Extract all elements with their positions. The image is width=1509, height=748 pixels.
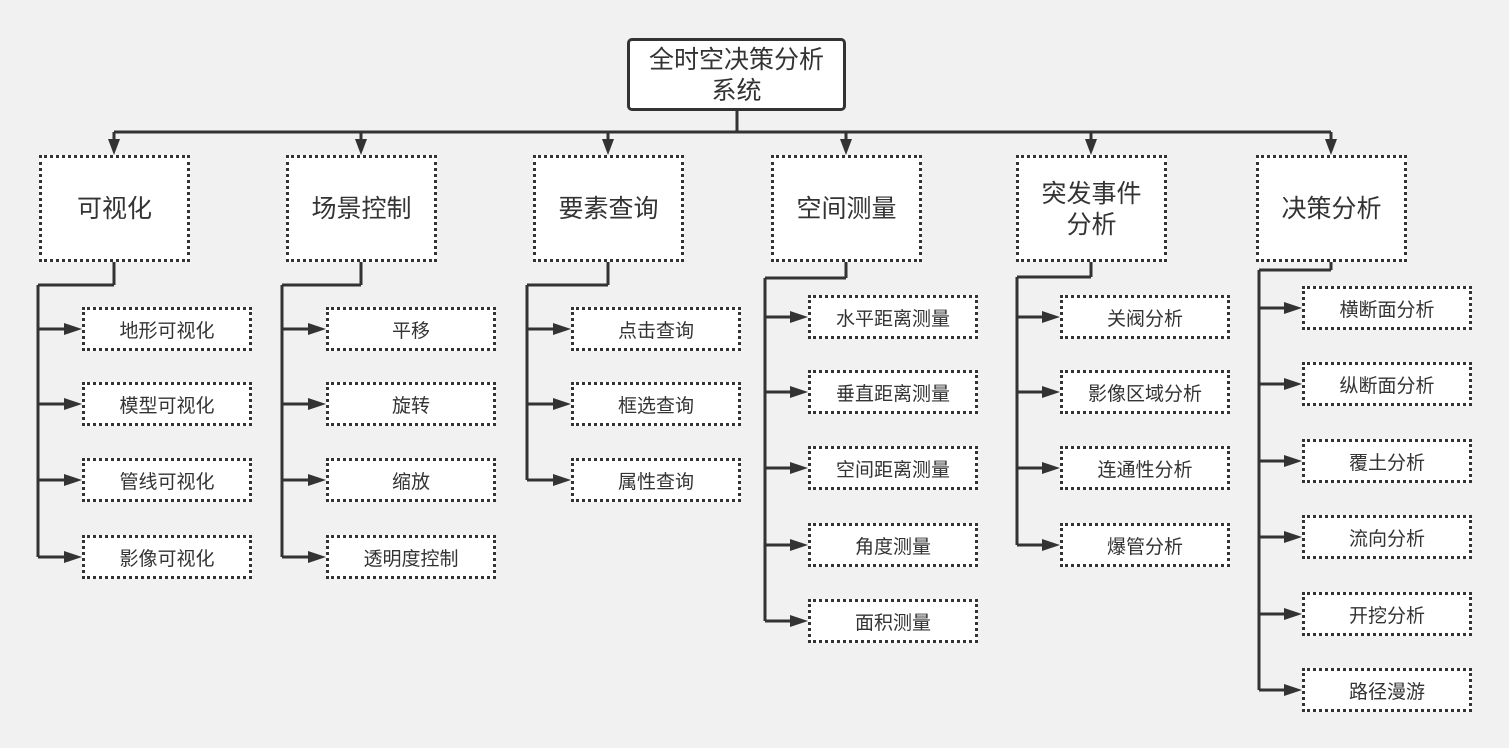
category-node-spatial-measurement: 空间测量 bbox=[771, 155, 922, 262]
arrowhead bbox=[64, 474, 82, 486]
leaf-node: 水平距离测量 bbox=[808, 295, 978, 339]
arrowhead bbox=[1284, 455, 1302, 467]
arrowhead bbox=[308, 323, 326, 335]
arrowhead bbox=[1284, 608, 1302, 620]
root-node: 全时空决策分析 系统 bbox=[627, 38, 846, 111]
leaf-node: 点击查询 bbox=[571, 307, 741, 351]
category-node-emergency-analysis: 突发事件 分析 bbox=[1016, 155, 1167, 262]
arrowhead bbox=[1042, 311, 1060, 323]
arrowhead bbox=[64, 323, 82, 335]
arrowhead bbox=[602, 139, 614, 155]
category-label: 可视化 bbox=[76, 194, 152, 223]
leaf-node: 平移 bbox=[326, 307, 496, 351]
arrowhead bbox=[790, 311, 808, 323]
leaf-node: 空间距离测量 bbox=[808, 446, 978, 490]
root-label: 全时空决策分析 系统 bbox=[648, 44, 824, 105]
arrowhead bbox=[108, 139, 120, 155]
leaf-node: 框选查询 bbox=[571, 382, 741, 426]
arrowhead bbox=[64, 551, 82, 563]
leaf-node: 覆土分析 bbox=[1302, 439, 1472, 483]
category-label: 要素查询 bbox=[558, 194, 659, 223]
arrowhead bbox=[1042, 539, 1060, 551]
leaf-node: 关阀分析 bbox=[1060, 295, 1230, 339]
leaf-node: 面积测量 bbox=[808, 599, 978, 643]
arrowhead bbox=[308, 398, 326, 410]
arrowhead bbox=[1284, 531, 1302, 543]
leaf-node: 垂直距离测量 bbox=[808, 370, 978, 414]
category-node-scene-control: 场景控制 bbox=[286, 155, 437, 262]
leaf-node: 纵断面分析 bbox=[1302, 362, 1472, 406]
arrowhead bbox=[790, 386, 808, 398]
leaf-node: 流向分析 bbox=[1302, 515, 1472, 559]
leaf-node: 地形可视化 bbox=[82, 307, 252, 351]
arrowhead bbox=[355, 139, 367, 155]
arrowhead bbox=[1085, 139, 1097, 155]
leaf-node: 管线可视化 bbox=[82, 458, 252, 502]
leaf-node: 旋转 bbox=[326, 382, 496, 426]
arrowhead bbox=[1042, 386, 1060, 398]
arrowhead bbox=[790, 615, 808, 627]
arrowhead bbox=[308, 474, 326, 486]
leaf-node: 角度测量 bbox=[808, 523, 978, 567]
category-node-feature-query: 要素查询 bbox=[533, 155, 684, 262]
arrowhead bbox=[553, 398, 571, 410]
arrowhead bbox=[790, 539, 808, 551]
category-label: 突发事件 分析 bbox=[1041, 178, 1142, 239]
leaf-node: 影像可视化 bbox=[82, 535, 252, 579]
arrowhead bbox=[1284, 378, 1302, 390]
arrowhead bbox=[1284, 302, 1302, 314]
arrowhead bbox=[308, 551, 326, 563]
arrowhead bbox=[840, 139, 852, 155]
arrowhead bbox=[1042, 462, 1060, 474]
leaf-node: 透明度控制 bbox=[326, 535, 496, 579]
category-node-visualization: 可视化 bbox=[39, 155, 190, 262]
arrowhead bbox=[64, 398, 82, 410]
arrowhead bbox=[553, 474, 571, 486]
arrowhead bbox=[553, 323, 571, 335]
leaf-node: 横断面分析 bbox=[1302, 286, 1472, 330]
leaf-node: 属性查询 bbox=[571, 458, 741, 502]
arrowhead bbox=[1325, 139, 1337, 155]
leaf-node: 模型可视化 bbox=[82, 382, 252, 426]
leaf-node: 爆管分析 bbox=[1060, 523, 1230, 567]
category-label: 决策分析 bbox=[1281, 194, 1382, 223]
category-node-decision-analysis: 决策分析 bbox=[1256, 155, 1407, 262]
arrowhead bbox=[790, 462, 808, 474]
category-label: 场景控制 bbox=[311, 194, 412, 223]
leaf-node: 开挖分析 bbox=[1302, 592, 1472, 636]
leaf-node: 连通性分析 bbox=[1060, 446, 1230, 490]
leaf-node: 缩放 bbox=[326, 458, 496, 502]
category-label: 空间测量 bbox=[796, 194, 897, 223]
leaf-node: 路径漫游 bbox=[1302, 668, 1472, 712]
arrowhead bbox=[1284, 684, 1302, 696]
leaf-node: 影像区域分析 bbox=[1060, 370, 1230, 414]
